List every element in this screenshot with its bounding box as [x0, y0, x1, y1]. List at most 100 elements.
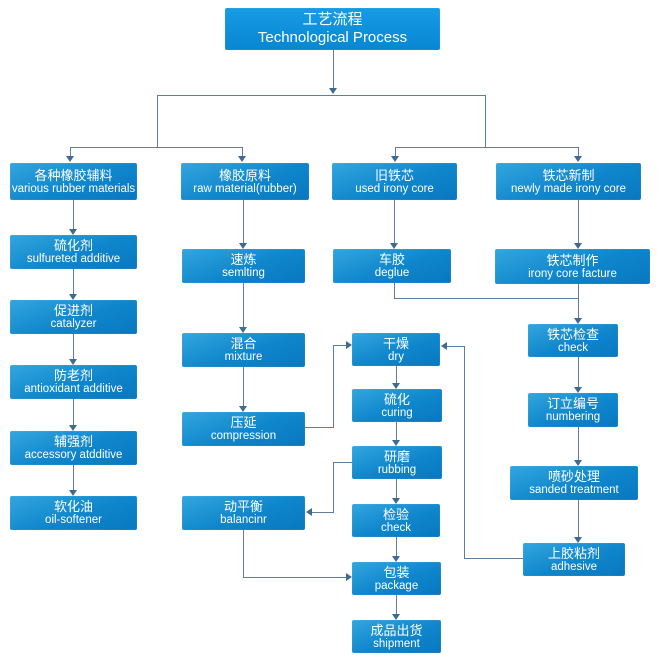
node-label-en: used irony core	[355, 182, 434, 195]
node-label-en: various rubber materials	[11, 182, 136, 195]
connector	[464, 558, 523, 559]
node-label-en: antioxidant additive	[24, 383, 123, 395]
connector	[394, 283, 395, 298]
connector	[578, 284, 579, 318]
connector	[157, 95, 158, 147]
node-label-cn: 订立编号	[546, 396, 599, 411]
flow-node-curing: 硫化 curing	[352, 389, 442, 422]
arrowhead-down	[392, 614, 400, 620]
flow-node-balancinr: 动平衡 balancinr	[182, 496, 305, 530]
flow-node-mixture: 混合 mixture	[182, 333, 305, 367]
flow-node-adhesive: 上胶粘剂 adhesive	[523, 543, 625, 576]
connector	[485, 95, 486, 147]
arrowhead-down	[574, 387, 582, 393]
arrowhead-down	[392, 498, 400, 504]
arrowhead-right	[346, 573, 352, 581]
flow-node-rubbing: 研磨 rubbing	[352, 446, 442, 479]
node-label-en: newly made irony core	[510, 182, 627, 195]
node-label-cn: 成品出货	[370, 622, 423, 638]
connector	[243, 577, 346, 578]
arrowhead-left	[441, 342, 447, 350]
arrowhead-down	[574, 537, 582, 543]
node-label-cn: 上胶粘剂	[547, 545, 600, 561]
connector	[333, 345, 346, 346]
node-label-en: irony core facture	[528, 267, 617, 280]
node-label-en: mixture	[224, 351, 263, 363]
node-label-en: curing	[381, 406, 413, 419]
connector	[395, 147, 396, 157]
node-label-cn: 铁芯制作	[546, 252, 599, 268]
connector	[578, 200, 579, 243]
connector	[242, 147, 243, 157]
node-label-en: deglue	[374, 267, 410, 279]
connector	[243, 530, 244, 577]
node-label-en: compression	[210, 430, 277, 442]
node-label-en: adhesive	[550, 560, 598, 573]
connector	[73, 334, 74, 359]
flow-node-raw-material-rubber: 橡胶原料 raw material(rubber)	[181, 163, 309, 200]
node-label-cn: 干燥	[382, 335, 409, 351]
flow-node-sulfureted-additive: 硫化剂 sulfureted additive	[10, 235, 137, 269]
node-label-cn: 硫化	[383, 391, 410, 407]
node-label-en: semlting	[222, 267, 265, 279]
connector	[157, 95, 486, 96]
node-label-cn: 混合	[230, 336, 257, 351]
connector	[73, 269, 74, 294]
arrowhead-down	[239, 327, 247, 333]
connector	[394, 200, 395, 243]
flow-node-numbering: 订立编号 numbering	[528, 393, 618, 427]
connector	[396, 595, 397, 614]
arrowhead-down	[66, 156, 74, 162]
connector	[578, 357, 579, 387]
connector	[70, 147, 71, 157]
node-label-en: shipment	[373, 637, 420, 650]
arrowhead-down	[69, 425, 77, 431]
node-label-cn: 铁芯新制	[542, 167, 595, 183]
node-label-cn: 各种橡胶辅料	[34, 167, 113, 183]
connector	[73, 465, 74, 490]
connector	[396, 366, 397, 383]
node-label-cn: 检验	[382, 506, 409, 522]
connector	[73, 200, 74, 229]
connector	[447, 346, 465, 347]
connector	[394, 298, 578, 299]
connector	[396, 422, 397, 440]
flow-node-title: 工艺流程 Technological Process	[225, 8, 440, 50]
flow-node-oil-softener: 软化油 oil-softener	[10, 496, 137, 530]
arrowhead-down	[392, 383, 400, 389]
flow-node-semlting: 速炼 semlting	[182, 249, 305, 283]
arrowhead-down	[392, 556, 400, 562]
node-label-en: accessory atdditive	[24, 449, 123, 461]
node-label-cn: 工艺流程	[302, 11, 363, 28]
node-label-cn: 喷砂处理	[547, 469, 600, 484]
flow-node-accessory-additive: 辅强剂 accessory atdditive	[10, 431, 137, 465]
node-label-cn: 软化油	[53, 499, 93, 514]
node-label-en: check	[557, 341, 589, 354]
flow-node-dry: 干燥 dry	[352, 333, 440, 366]
node-label-en: dry	[388, 350, 404, 363]
arrowhead-right	[346, 341, 352, 349]
arrowhead-down	[69, 490, 77, 496]
node-label-en: oil-softener	[45, 514, 102, 526]
flow-node-inspect-check: 检验 check	[352, 504, 440, 537]
node-label-cn: 压延	[230, 415, 257, 430]
connector	[395, 147, 579, 148]
node-label-en: sanded treatment	[529, 484, 619, 496]
node-label-cn: 包装	[383, 564, 410, 580]
connector	[243, 283, 244, 327]
arrowhead-down	[574, 156, 582, 162]
node-label-en: check	[380, 521, 412, 534]
arrowhead-down	[329, 88, 337, 94]
flow-node-various-rubber-materials: 各种橡胶辅料 various rubber materials	[10, 163, 137, 200]
node-label-en: rubbing	[377, 463, 417, 476]
arrowhead-down	[574, 243, 582, 249]
arrowhead-down	[239, 406, 247, 412]
connector	[396, 537, 397, 556]
node-label-en: Technological Process	[257, 29, 408, 46]
connector	[333, 462, 352, 463]
node-label-cn: 速炼	[230, 252, 257, 267]
connector	[333, 50, 334, 88]
connector	[243, 200, 244, 243]
arrowhead-down	[392, 440, 400, 446]
connector	[396, 479, 397, 498]
